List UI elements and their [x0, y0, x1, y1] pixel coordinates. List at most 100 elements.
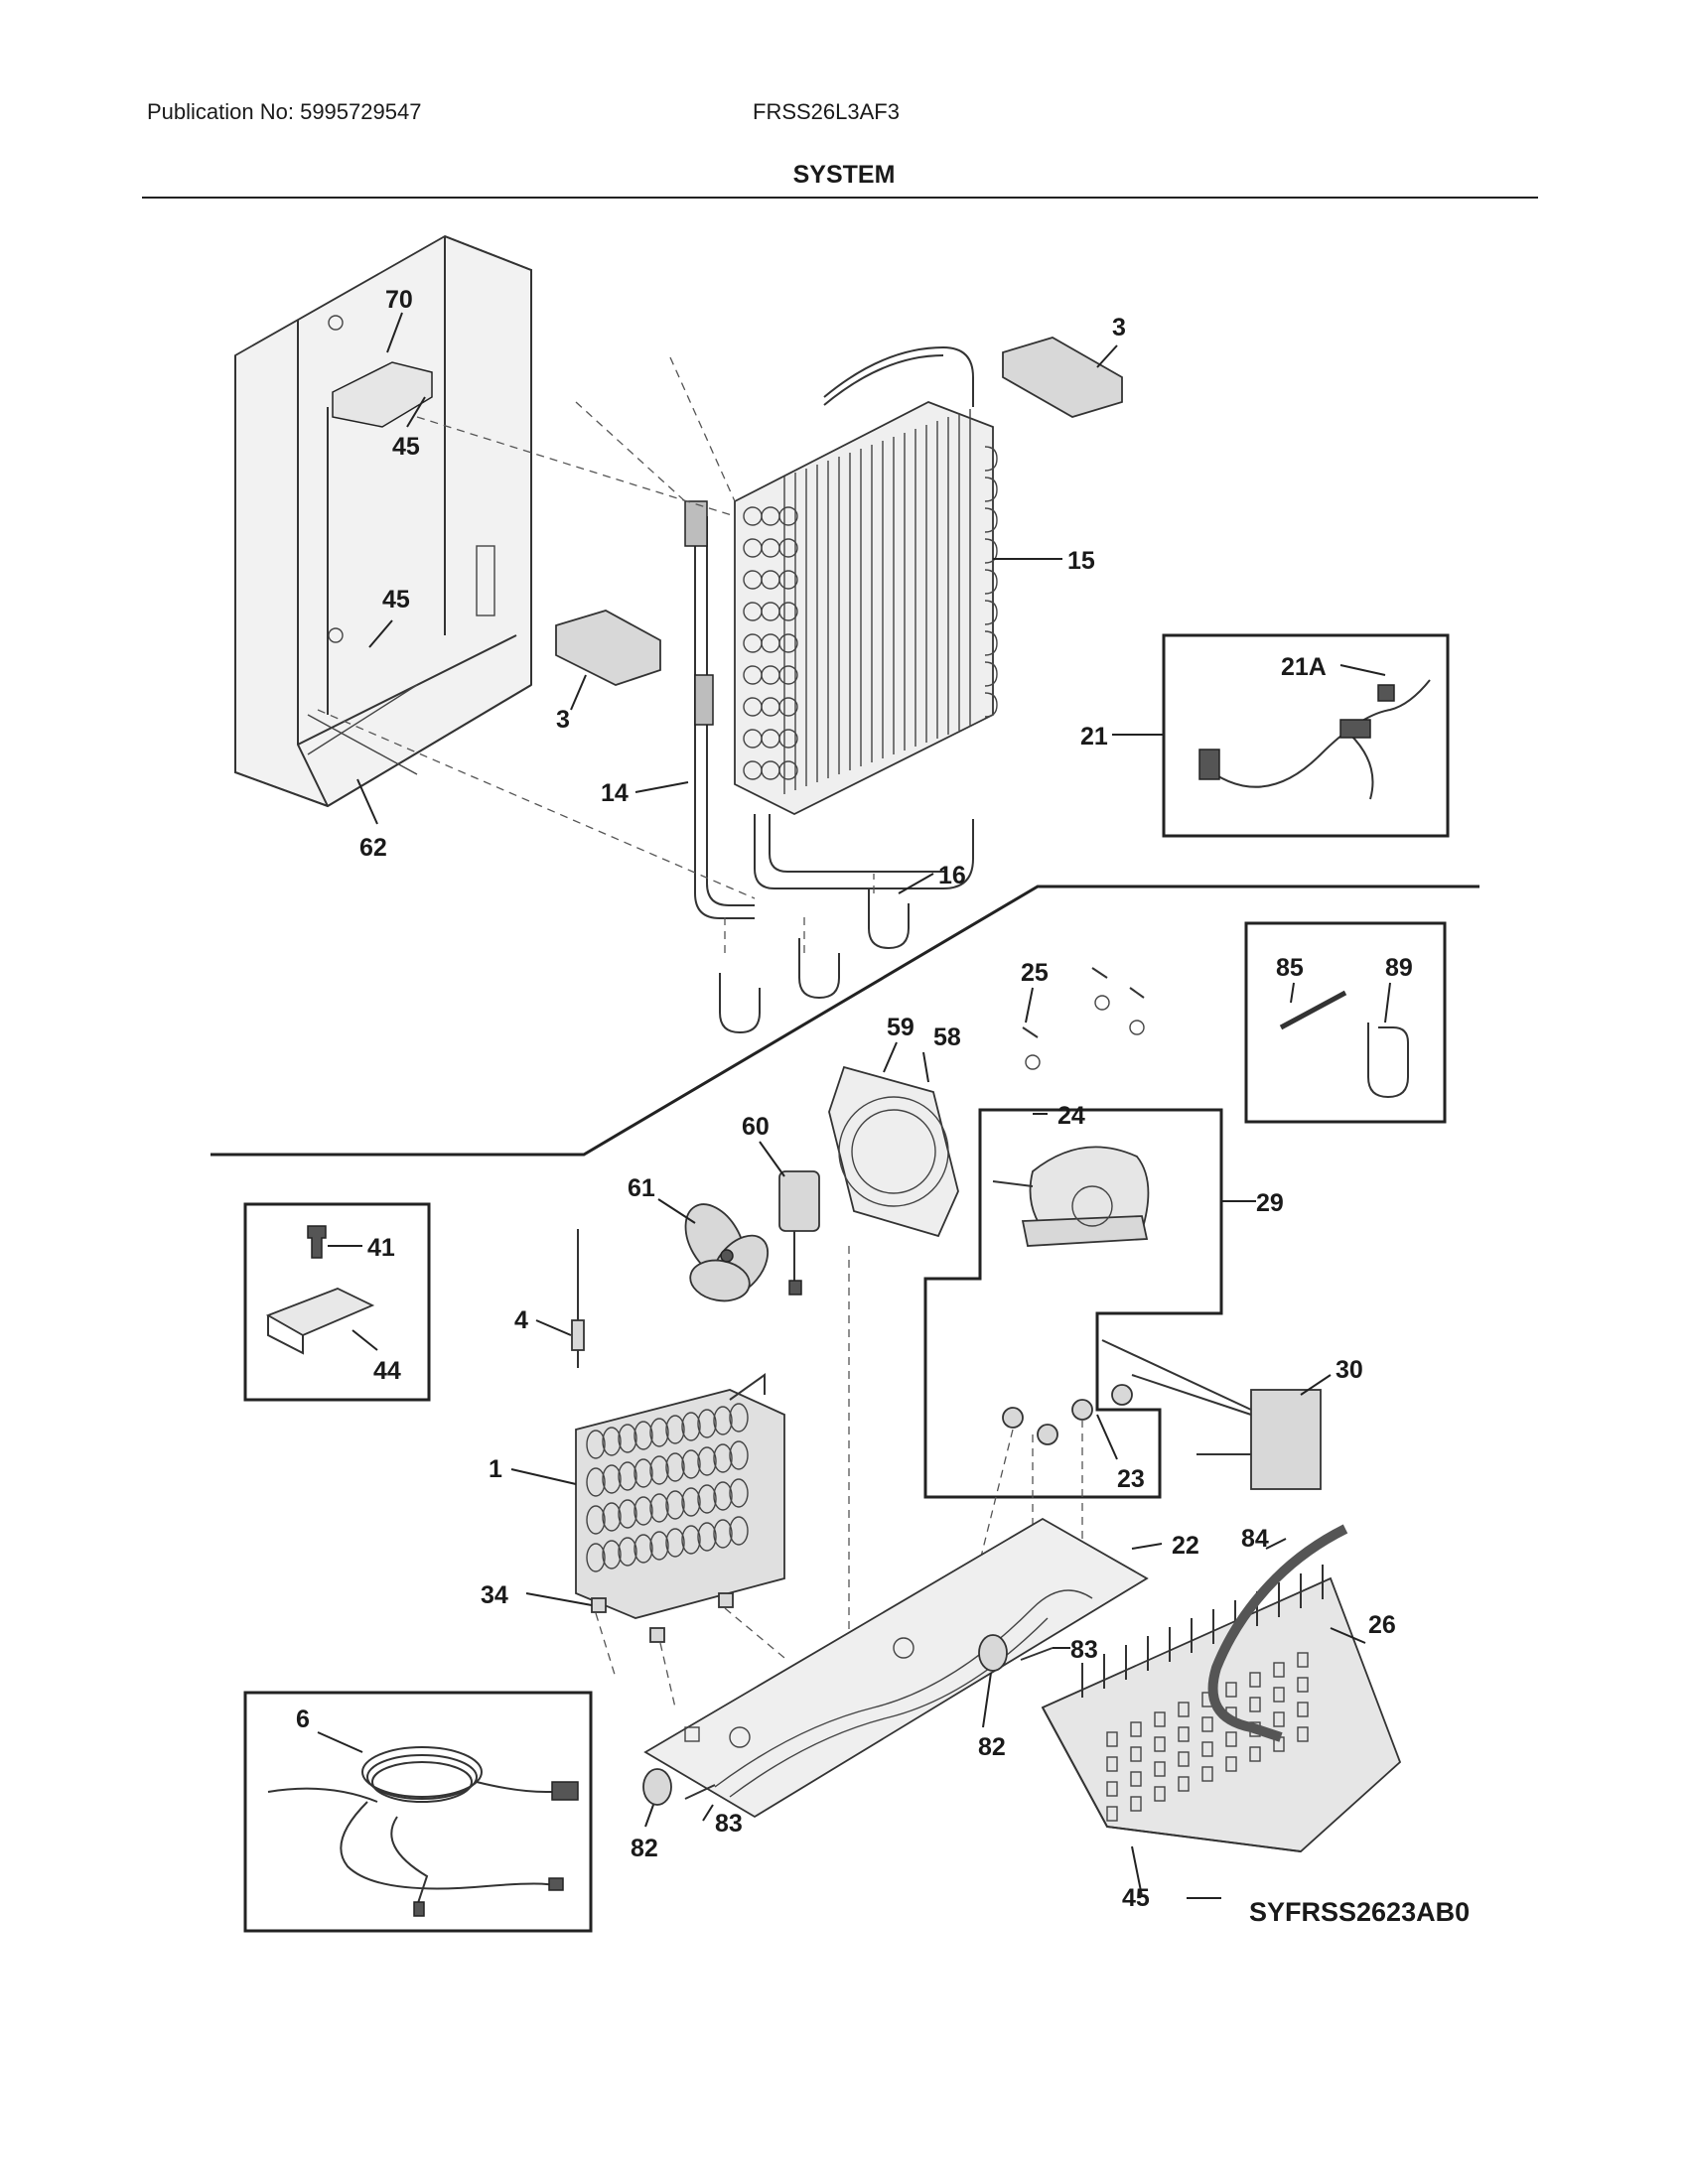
callout-3-top: 3 [1112, 314, 1126, 341]
pan-slot [1178, 1751, 1190, 1767]
pan-slot [1273, 1711, 1285, 1727]
callout-84: 84 [1241, 1525, 1269, 1553]
diagram-code: SYFRSS2623AB0 [1249, 1897, 1470, 1927]
foam-block-left [555, 610, 661, 686]
mounting-bracket [265, 1225, 375, 1355]
fan-blade [684, 1203, 770, 1302]
evaporator-tube-end [778, 506, 798, 526]
condenser-loop [602, 1427, 622, 1456]
pan-slot [1130, 1721, 1142, 1737]
callout-89: 89 [1385, 954, 1413, 982]
foam-block-top [1002, 337, 1123, 418]
pan-slot [1201, 1741, 1213, 1757]
condenser-loop [697, 1522, 717, 1552]
drain-clip-2 [798, 938, 840, 1000]
pan-slot [1130, 1796, 1142, 1812]
condenser-loop [713, 1519, 733, 1549]
compressor-callout-frame [923, 1108, 1223, 1499]
evaporator-tube-end [778, 729, 798, 749]
callout-82-left: 82 [631, 1835, 658, 1862]
callout-58: 58 [933, 1024, 961, 1051]
condenser-loop [729, 1478, 749, 1508]
pan-slot [1154, 1761, 1166, 1777]
pan-slot [1201, 1716, 1213, 1732]
evaporator-coil [684, 345, 998, 919]
clip-34-a [591, 1597, 607, 1613]
callout-70: 70 [385, 286, 413, 314]
pan-slot [1225, 1731, 1237, 1747]
evaporator-return-bend [984, 630, 998, 656]
pan-slot [1178, 1702, 1190, 1717]
condenser-loop [713, 1481, 733, 1511]
grommet-82-left [642, 1768, 672, 1806]
condenser-loop [586, 1543, 606, 1572]
fan-motor [778, 1170, 820, 1296]
callout-83-right: 83 [1070, 1636, 1098, 1664]
callout-34: 34 [481, 1581, 508, 1609]
callout-82-right: 82 [978, 1733, 1006, 1761]
callout-16: 16 [938, 862, 966, 889]
condenser-loop [618, 1461, 637, 1491]
callout-59: 59 [887, 1014, 914, 1041]
condenser-loop [649, 1455, 669, 1485]
compressor [992, 1146, 1150, 1247]
evaporator-return-bend [984, 538, 998, 564]
pan-slot [1297, 1677, 1309, 1693]
evaporator-tube-end [778, 697, 798, 717]
pan-slot [1249, 1746, 1261, 1762]
cabinet-rear-panel [234, 235, 532, 808]
callout-15: 15 [1067, 547, 1095, 575]
callout-3-left: 3 [556, 706, 570, 734]
pan-slot [1225, 1682, 1237, 1698]
condenser-loop [729, 1440, 749, 1470]
fan-bracket [828, 1065, 959, 1238]
evaporator-return-bend [984, 661, 998, 687]
callout-61: 61 [628, 1174, 655, 1202]
condenser-loop [681, 1412, 701, 1441]
pan-slot [1106, 1781, 1118, 1797]
pan-slot [1297, 1702, 1309, 1717]
inset-box-power-cord [243, 1691, 593, 1933]
callout-30: 30 [1336, 1356, 1363, 1384]
callout-45-top: 45 [392, 433, 420, 461]
condenser-loop [602, 1540, 622, 1570]
callout-85: 85 [1276, 954, 1304, 982]
callout-14: 14 [601, 779, 629, 807]
pan-slot [1225, 1756, 1237, 1772]
callout-45-mid: 45 [382, 586, 410, 614]
condenser-loop [681, 1449, 701, 1479]
pan-slot [1297, 1652, 1309, 1668]
pan-slot [1178, 1726, 1190, 1742]
pan-slot [1154, 1786, 1166, 1802]
evaporator-tube-end [778, 602, 798, 621]
callout-21a: 21A [1281, 653, 1327, 681]
condenser-loop [729, 1516, 749, 1546]
condenser-loop [665, 1452, 685, 1482]
screw-83-right [1020, 1647, 1054, 1661]
pan-slot [1154, 1711, 1166, 1727]
pan-slot [1106, 1731, 1118, 1747]
section-title: SYSTEM [792, 161, 896, 189]
callout-45-bottom: 45 [1122, 1884, 1150, 1912]
callout-25: 25 [1021, 959, 1049, 987]
callout-44: 44 [373, 1357, 401, 1385]
condenser-loop [618, 1537, 637, 1567]
callout-24: 24 [1057, 1102, 1085, 1130]
leader-lines [317, 312, 1391, 1899]
condenser-loop [665, 1415, 685, 1444]
defrost-harness [1198, 679, 1431, 800]
condenser-loop [649, 1493, 669, 1523]
callout-22: 22 [1172, 1532, 1199, 1560]
clip-34-c [718, 1592, 734, 1608]
condenser-loop [602, 1464, 622, 1494]
callout-29: 29 [1256, 1189, 1284, 1217]
evaporator-return-bend [984, 692, 998, 718]
pan-slot [1273, 1687, 1285, 1703]
condenser-loop [586, 1467, 606, 1497]
condenser-loop [713, 1406, 733, 1435]
callout-21: 21 [1080, 723, 1108, 751]
condenser-loop [633, 1421, 653, 1450]
callout-labels: 70 45 45 3 3 15 14 62 16 21 21A 25 24 59… [296, 286, 1413, 1912]
valve-assembly [1101, 1339, 1322, 1490]
condenser-loop [665, 1490, 685, 1520]
